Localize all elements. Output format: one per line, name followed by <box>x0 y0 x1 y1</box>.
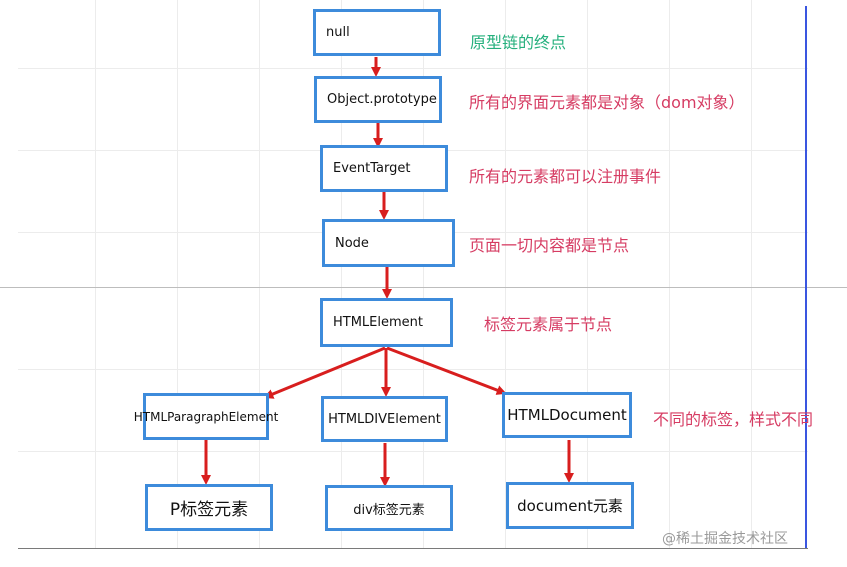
html-paragraph-element-label: HTMLParagraphElement <box>133 409 279 424</box>
node-note: 页面一切内容都是节点 <box>469 236 630 255</box>
grid-line <box>177 0 178 548</box>
grid-line <box>259 0 260 548</box>
grid-line <box>669 0 670 548</box>
event-target-box: EventTarget <box>320 145 448 192</box>
html-element-box: HTMLElement <box>320 298 453 347</box>
html-div-element-label: HTMLDIVElement <box>328 411 441 427</box>
grid-line <box>587 0 588 548</box>
event-target-note: 所有的元素都可以注册事件 <box>469 167 662 186</box>
vertical-blue-rule <box>805 6 807 548</box>
arrow-paragraph-to-htmlelement <box>263 346 386 399</box>
document-element-label: document元素 <box>517 497 623 515</box>
grid-line <box>505 0 506 548</box>
grid-line <box>18 451 808 452</box>
html-element-note: 标签元素属于节点 <box>484 315 613 334</box>
object-prototype-box: Object.prototype <box>314 76 442 123</box>
html-div-element-box: HTMLDIVElement <box>321 396 448 442</box>
null-label: null <box>326 25 350 40</box>
html-document-box: HTMLDocument <box>502 392 632 438</box>
html-element-label: HTMLElement <box>333 315 423 330</box>
div-element-label: div标签元素 <box>353 502 425 518</box>
html-paragraph-element-box: HTMLParagraphElement <box>134 393 278 440</box>
grid-line <box>341 0 342 548</box>
div-element-box: div标签元素 <box>325 485 453 531</box>
null-note: 原型链的终点 <box>470 33 567 52</box>
bottom-rule <box>18 548 808 549</box>
object-prototype-note: 所有的界面元素都是对象（dom对象） <box>469 93 745 112</box>
grid-line <box>18 369 808 370</box>
horizontal-divider <box>0 287 847 288</box>
node-box: Node <box>322 219 455 267</box>
null-box: null <box>313 9 441 56</box>
html-document-note: 不同的标签，样式不同 <box>653 410 814 429</box>
grid-line <box>18 68 808 69</box>
arrow-document-to-htmlelement <box>386 346 507 395</box>
object-prototype-label: Object.prototype <box>327 92 437 107</box>
node-label: Node <box>335 235 369 251</box>
html-document-label: HTMLDocument <box>507 406 627 424</box>
grid-line <box>751 0 752 548</box>
grid-line <box>423 0 424 548</box>
watermark: @稀土掘金技术社区 <box>662 531 788 547</box>
grid-line <box>95 0 96 548</box>
document-element-box: document元素 <box>506 482 634 529</box>
p-element-box: P标签元素 <box>145 484 273 531</box>
p-element-label: P标签元素 <box>169 500 249 520</box>
event-target-label: EventTarget <box>333 161 411 176</box>
